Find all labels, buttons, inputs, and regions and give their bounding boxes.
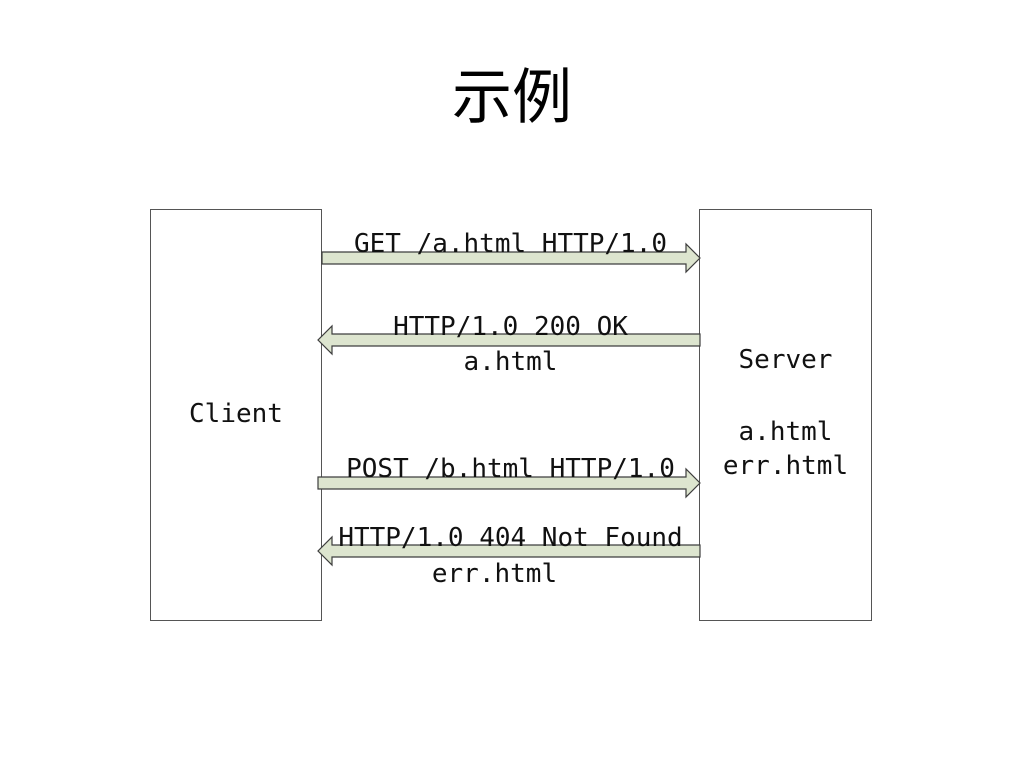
server-file: a.html <box>738 417 833 447</box>
server-label: Server <box>738 345 833 375</box>
message-response-404-body: err.html <box>431 559 558 589</box>
message-response-200: HTTP/1.0 200 OK <box>393 312 628 342</box>
request-arrow-right <box>317 467 701 499</box>
client-label: Client <box>189 399 283 429</box>
message-response-200-body: a.html <box>463 347 558 377</box>
server-box: Server a.html err.html <box>699 209 872 621</box>
client-box: Client <box>150 209 322 621</box>
message-response-404: HTTP/1.0 404 Not Found <box>338 523 683 553</box>
request-arrow-right <box>321 242 701 274</box>
response-arrow-left <box>317 324 701 356</box>
message-request-get: GET /a.html HTTP/1.0 <box>353 229 668 259</box>
response-arrow-left <box>317 535 701 567</box>
slide-title: 示例 <box>452 63 572 133</box>
message-request-post: POST /b.html HTTP/1.0 <box>346 454 675 484</box>
server-file: err.html <box>722 451 849 481</box>
